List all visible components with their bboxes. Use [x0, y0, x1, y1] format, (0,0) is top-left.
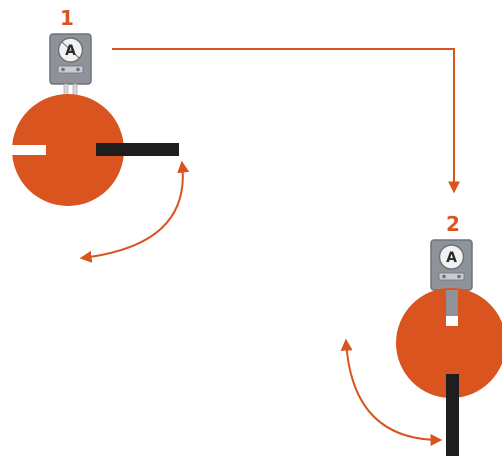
disc-1-slot: [12, 145, 46, 155]
step-2-group: 2 A: [340, 212, 502, 456]
rotation-arrow-1: [79, 160, 190, 263]
sensor-2-icon: A: [430, 239, 473, 291]
step-transition-arrow: [112, 48, 460, 194]
sensor-2-shaft: [446, 290, 458, 316]
bar-1: [96, 143, 179, 156]
sensor-1-icon: A: [49, 33, 92, 97]
sensor-1-label: A: [65, 43, 76, 59]
bar-2: [446, 374, 459, 456]
step-1-number: 1: [60, 6, 74, 30]
sensor-2-label: A: [446, 250, 457, 266]
step-1-group: 1 A: [12, 6, 190, 263]
step-2-number: 2: [446, 212, 460, 236]
rotation-arrow-2: [340, 338, 443, 446]
